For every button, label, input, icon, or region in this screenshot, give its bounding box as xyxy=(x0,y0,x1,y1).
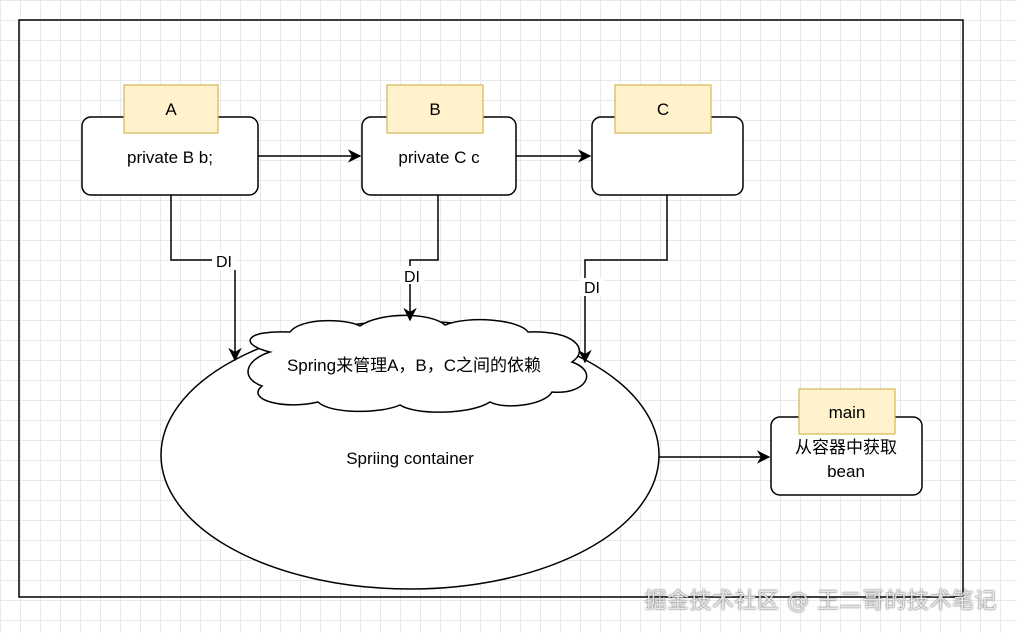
node-c-tag-label: C xyxy=(657,100,669,119)
node-main[interactable]: main 从容器中获取 bean xyxy=(770,388,923,496)
node-a-tag-label: A xyxy=(165,100,177,119)
di-b-label-bg xyxy=(400,266,424,284)
di-c-label-bg xyxy=(580,278,604,296)
node-main-tag-label: main xyxy=(829,403,866,422)
node-a[interactable]: A private B b; xyxy=(81,84,259,196)
di-a-label: DI xyxy=(216,254,232,271)
node-b-body: private C c xyxy=(398,148,480,167)
di-c-label: DI xyxy=(584,280,600,297)
watermark: 掘金技术社区 @ 王二哥的技术笔记 xyxy=(644,589,997,614)
node-main-tag xyxy=(798,388,896,435)
node-c[interactable]: C xyxy=(591,84,744,196)
di-a-label-bg xyxy=(212,252,236,270)
dependency-cloud-label: Spring来管理A，B，C之间的依赖 xyxy=(287,356,541,375)
node-main-body-line2: bean xyxy=(827,462,865,481)
node-b-tag xyxy=(386,84,484,134)
node-main-body-line1: 从容器中获取 xyxy=(795,438,897,457)
di-b-label: DI xyxy=(404,269,420,286)
edge-c-di xyxy=(578,195,668,364)
node-b-tag-label: B xyxy=(429,100,440,119)
node-a-body: private B b; xyxy=(127,148,213,167)
spring-container-label: Spriing container xyxy=(346,449,474,468)
node-a-tag xyxy=(123,84,219,134)
outer-frame xyxy=(18,19,964,598)
edge-a-di xyxy=(170,195,242,362)
edge-b-di xyxy=(403,195,439,322)
node-b[interactable]: B private C c xyxy=(361,84,517,196)
node-c-tag xyxy=(614,84,712,134)
dependency-cloud xyxy=(247,314,588,413)
